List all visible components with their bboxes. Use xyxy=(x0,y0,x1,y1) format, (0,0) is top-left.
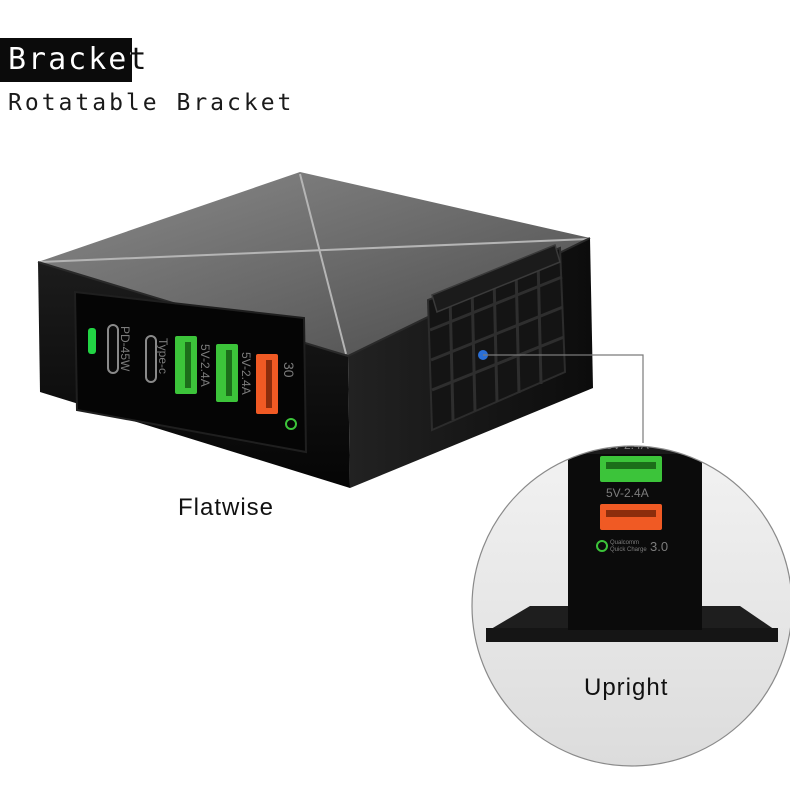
inset-qc-brand: Qualcomm xyxy=(610,540,639,546)
usb2-port-label: 5V-2.4A xyxy=(239,352,253,395)
inset-circle-outline xyxy=(471,445,790,767)
inset-usb-tongue xyxy=(606,462,656,469)
title-block: Bracket xyxy=(0,38,200,82)
upright-label: Upright xyxy=(584,674,669,701)
power-led xyxy=(88,328,96,354)
top-groove-line xyxy=(39,238,589,263)
qc-port-tongue xyxy=(266,360,272,408)
charger-top-face xyxy=(38,172,590,356)
pd-typec-port xyxy=(107,324,119,374)
inset-qc-tongue xyxy=(606,510,656,517)
page-subtitle: Rotatable Bracket xyxy=(8,90,295,116)
callout-line xyxy=(483,354,644,443)
charger-body: PD-45W Type-c 5V-2.4A 5V-2.4A 30 xyxy=(37,172,593,488)
inset-qc-logo-icon xyxy=(596,540,608,552)
title-highlight xyxy=(0,38,132,82)
usb-port-tongue xyxy=(185,342,191,388)
inset-qc-sub: Quick Charge xyxy=(610,547,647,553)
inset-usb2-label: 5V-2.4A xyxy=(606,486,649,500)
usb1-port-label: 5V-2.4A xyxy=(198,344,212,387)
flatwise-label: Flatwise xyxy=(178,494,275,521)
top-groove-line xyxy=(299,173,347,355)
inset-body-top xyxy=(568,446,702,454)
bracket-grid xyxy=(429,258,565,421)
port-panel: PD-45W Type-c 5V-2.4A 5V-2.4A 30 xyxy=(73,290,308,454)
inset-usb-label: 5V-2.4A xyxy=(606,438,649,452)
qc-logo-icon xyxy=(285,418,297,430)
usb-port-tongue xyxy=(226,350,232,396)
bracket-hinge xyxy=(431,243,561,314)
inset-qc-label: 3.0 xyxy=(650,539,668,554)
qc-port-label: 30 xyxy=(281,362,297,378)
inset-base-front xyxy=(486,628,778,642)
typec-port xyxy=(145,335,157,383)
upright-inset: 5V-2.4A 5V-2.4A Qualcomm Quick Charge 3.… xyxy=(471,438,790,767)
rotatable-bracket xyxy=(426,243,567,432)
pd-port-label: PD-45W xyxy=(118,326,132,372)
typec-port-label: Type-c xyxy=(156,338,170,374)
page-title: Bracket xyxy=(8,40,148,80)
